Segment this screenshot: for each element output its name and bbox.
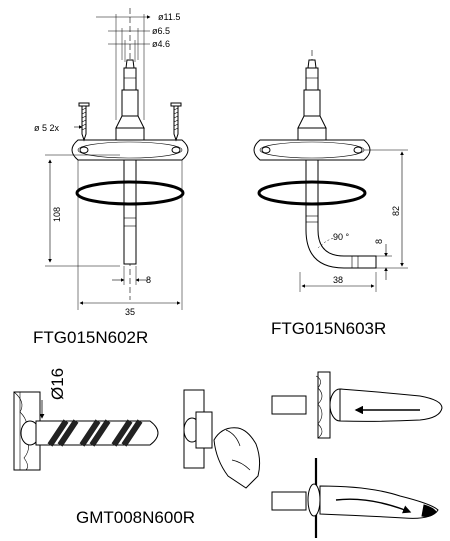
dim-tip-width: 8 — [146, 275, 151, 285]
label-gmt008n600r: GMT008N600R — [76, 508, 195, 527]
label-ftg015n603r: FTG015N603R — [271, 319, 386, 338]
installation-step-insert-top — [271, 371, 443, 439]
dim-inner-diameter: ø4.6 — [152, 39, 170, 49]
dim-flange-width: 35 — [125, 307, 135, 317]
dim-mid-diameter: ø6.5 — [152, 26, 170, 36]
dim-bent-tip: 8 — [374, 239, 384, 244]
dim-drill-diameter: Ø16 — [48, 368, 67, 400]
label-ftg015n602r: FTG015N602R — [33, 328, 148, 347]
dim-bent-width: 38 — [333, 275, 343, 285]
dim-bent-height: 82 — [391, 206, 401, 216]
installation-step-drill — [13, 391, 159, 471]
probe-straight-drawing — [45, 8, 189, 310]
installation-step-press — [183, 389, 261, 489]
dim-bend-angle: 90 ° — [333, 232, 350, 242]
probe-bent-drawing — [253, 50, 408, 292]
dim-probe-length: 108 — [52, 207, 62, 222]
dim-screw-hole: ø 5 2x — [34, 123, 60, 133]
dim-outer-diameter: ø11.5 — [158, 12, 180, 22]
installation-step-insert-bottom — [271, 458, 439, 538]
